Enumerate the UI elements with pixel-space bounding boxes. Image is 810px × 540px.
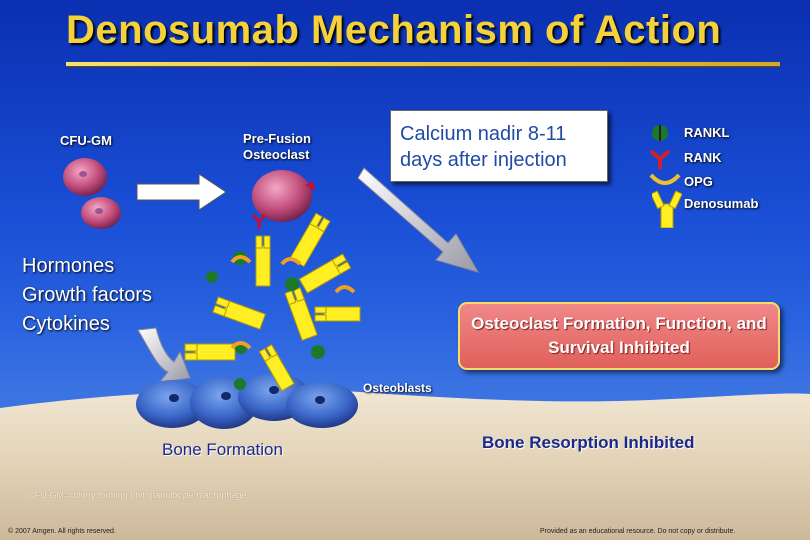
rankl-icon: [652, 125, 668, 141]
legend-item-opg: OPG: [648, 171, 713, 198]
opg-icon: [649, 173, 681, 185]
legend-item-rank: RANK: [648, 147, 722, 176]
cytokines-label: Cytokines: [22, 313, 110, 335]
slide-title: Denosumab Mechanism of Action: [66, 8, 722, 52]
osteoblasts-label: Osteoblasts: [363, 381, 432, 395]
legend-label-rank: RANK: [684, 150, 722, 165]
inhibition-arrow: [357, 167, 480, 273]
denosumab-molecules: [184, 212, 361, 392]
legend-item-denosumab: Denosumab: [650, 190, 758, 233]
cfu-gm-label: CFU-GM: [60, 133, 112, 148]
differentiation-arrow: [136, 173, 227, 211]
regulatory-factors: Hormones Growth factors Cytokines: [22, 252, 152, 339]
distribution-disclaimer: Provided as an educational resource. Do …: [540, 528, 736, 535]
opg-molecules: [230, 255, 356, 350]
hormones-label: Hormones: [22, 255, 115, 277]
calcium-nadir-callout: Calcium nadir 8-11 days after injection: [390, 110, 608, 182]
legend-label-denosumab: Denosumab: [684, 196, 759, 211]
rank-icon: [649, 149, 671, 169]
growth-factors-label: Growth factors: [22, 284, 153, 306]
denosumab-icon: [650, 190, 683, 229]
legend-label-rankl: RANKL: [684, 125, 730, 140]
legend-label-opg: OPG: [684, 174, 713, 189]
copyright-notice: © 2007 Amgen. All rights reserved.: [8, 528, 116, 535]
legend-item-rankl: RANKL: [648, 122, 730, 149]
cfu-gm-cell-2: [81, 197, 121, 229]
title-underline: [66, 62, 780, 67]
factors-arrow: [137, 327, 191, 383]
abbreviation-footnote: CFU-GM=colony forming unit granulocyte m…: [28, 490, 247, 500]
osteoclast-inhibited-box: Osteoclast Formation, Function, and Surv…: [458, 302, 780, 370]
cfu-gm-cell-1: [63, 158, 107, 196]
bone-resorption-label: Bone Resorption Inhibited: [482, 433, 695, 452]
legend: RANKL RANK OPG Denosumab: [648, 118, 798, 229]
pre-fusion-osteoclast-label: Pre-Fusion Osteoclast: [243, 131, 311, 162]
osteoblast-cluster: [136, 373, 358, 429]
pre-fusion-osteoclast-cell: [252, 170, 315, 222]
bone-formation-label: Bone Formation: [162, 440, 283, 459]
rank-molecule: [251, 213, 267, 229]
